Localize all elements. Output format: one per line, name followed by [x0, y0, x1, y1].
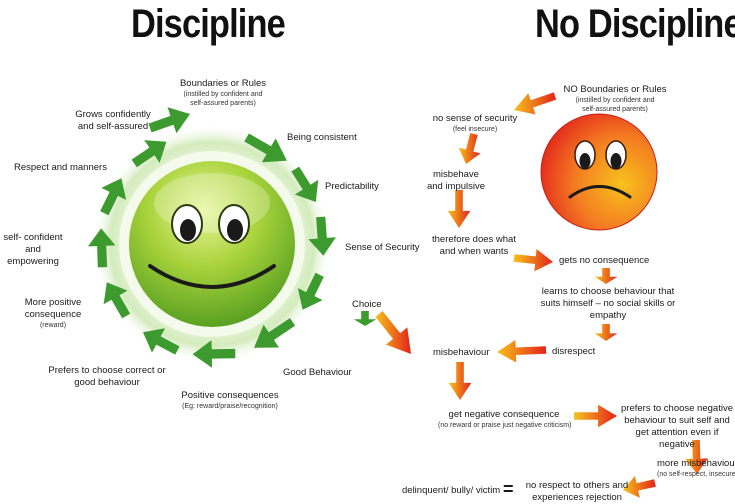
cycle-arrow — [143, 328, 180, 355]
equals-sign: = — [503, 479, 514, 499]
cycle-arrow — [308, 216, 336, 256]
flow-arrow — [513, 249, 553, 272]
label-respect: Respect and manners — [14, 162, 107, 173]
label-no-security: no sense of security (feel insecure) — [432, 113, 518, 133]
choice-good-arrow — [353, 311, 377, 326]
label-predictability: Predictability — [325, 181, 379, 192]
flow-arrow — [574, 404, 617, 428]
flow-arrow — [514, 92, 557, 115]
label-more-misbehaviour: more misbehaviour (no self-respect, inse… — [657, 458, 735, 478]
label-self-confident: self- confident and empowering — [3, 232, 63, 267]
title-discipline: Discipline — [131, 2, 286, 46]
no-discipline-flow-arrows — [375, 92, 708, 498]
flow-arrow — [623, 475, 656, 498]
label-does-what: therefore does what and when wants — [432, 234, 516, 257]
label-security: Sense of Security — [345, 242, 420, 253]
label-no-consequence: gets no consequence — [559, 255, 650, 266]
title-no-discipline: No Discipline — [535, 2, 735, 46]
cycle-arrow — [131, 140, 167, 168]
cycle-arrow — [88, 228, 116, 268]
label-no-boundaries: NO Boundaries or Rules (instilled by con… — [563, 84, 667, 113]
label-prefers-good: Prefers to choose correct or good behavi… — [48, 365, 166, 388]
label-consistent: Being consistent — [287, 132, 357, 143]
label-more-positive: More positive consequence (reward) — [24, 297, 82, 329]
cycle-arrow — [192, 340, 236, 368]
flow-arrow — [448, 362, 472, 400]
label-good-behaviour: Good Behaviour — [283, 367, 352, 378]
flow-arrow — [594, 268, 618, 284]
cycle-arrow — [244, 133, 287, 163]
label-learns: learns to choose behaviour that suits hi… — [540, 286, 676, 321]
discipline-cycle-arrows — [88, 107, 377, 368]
flow-arrow — [594, 324, 618, 341]
label-positive-consequences: Positive consequences (Eg: reward/praise… — [181, 390, 279, 410]
flow-arrow — [685, 439, 708, 474]
cycle-arrow — [148, 107, 190, 134]
label-misbehave: misbehave and impulsive — [426, 169, 486, 192]
cycle-arrow — [297, 272, 324, 310]
cycle-arrow — [103, 282, 131, 319]
smiley-sad-icon — [540, 113, 658, 231]
label-prefers-negative: prefers to choose negative behaviour to … — [621, 403, 733, 450]
label-choice: Choice — [352, 299, 382, 310]
flow-arrow — [497, 340, 547, 363]
choice-bad-arrow — [375, 311, 411, 354]
smiley-happy-icon — [129, 161, 295, 327]
cycle-arrow — [254, 318, 296, 348]
flow-arrow — [458, 133, 481, 164]
label-disrespect: disrespect — [552, 346, 596, 357]
label-misbehaviour: misbehaviour — [433, 347, 490, 358]
label-boundaries: Boundaries or Rules (instilled by confid… — [179, 78, 267, 107]
flow-arrow — [447, 190, 471, 228]
label-no-respect: no respect to others and experiences rej… — [525, 480, 629, 503]
label-delinquent: delinquent/ bully/ victim — [402, 485, 501, 496]
cycle-arrow — [100, 178, 127, 216]
label-grows: Grows confidently and self-assured — [75, 109, 151, 132]
label-negative-consequence: get negative consequence (no reward or p… — [438, 409, 572, 429]
cycle-arrow — [291, 166, 319, 202]
